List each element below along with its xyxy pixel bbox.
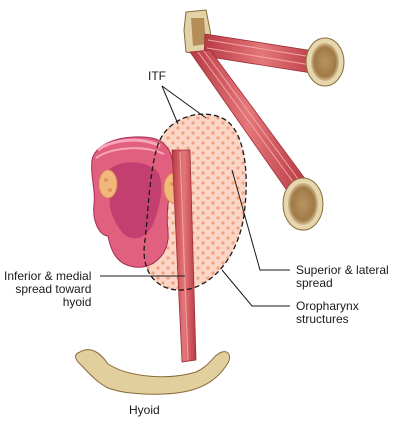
label-oropharynx-line2: structures xyxy=(296,312,349,326)
label-oropharynx: Oropharynx structures xyxy=(296,300,359,326)
label-hyoid-text: Hyoid xyxy=(129,403,160,417)
label-superior-lateral-line1: Superior & lateral xyxy=(296,263,389,277)
hyoid-bone xyxy=(75,349,230,395)
label-hyoid: Hyoid xyxy=(129,404,160,417)
label-itf-text: ITF xyxy=(148,69,166,83)
lower-right-bone xyxy=(282,177,324,231)
upper-right-bone xyxy=(305,37,345,87)
label-superior-lateral-line2: spread xyxy=(296,276,333,290)
label-itf: ITF xyxy=(148,70,166,83)
label-inferior-medial-line3: hyoid xyxy=(62,295,92,309)
label-inferior-medial-line2: spread toward xyxy=(15,282,92,296)
vertical-muscle xyxy=(171,149,197,363)
label-inferior-medial-line1: Inferior & medial xyxy=(4,269,92,283)
oropharynx-mucosa xyxy=(91,136,174,268)
label-superior-lateral: Superior & lateral spread xyxy=(296,264,389,290)
leader-lines xyxy=(100,85,290,307)
label-oropharynx-line1: Oropharynx xyxy=(296,299,359,313)
label-inferior-medial: Inferior & medial spread toward hyoid xyxy=(4,270,91,309)
spread-zone-outline xyxy=(143,113,247,291)
